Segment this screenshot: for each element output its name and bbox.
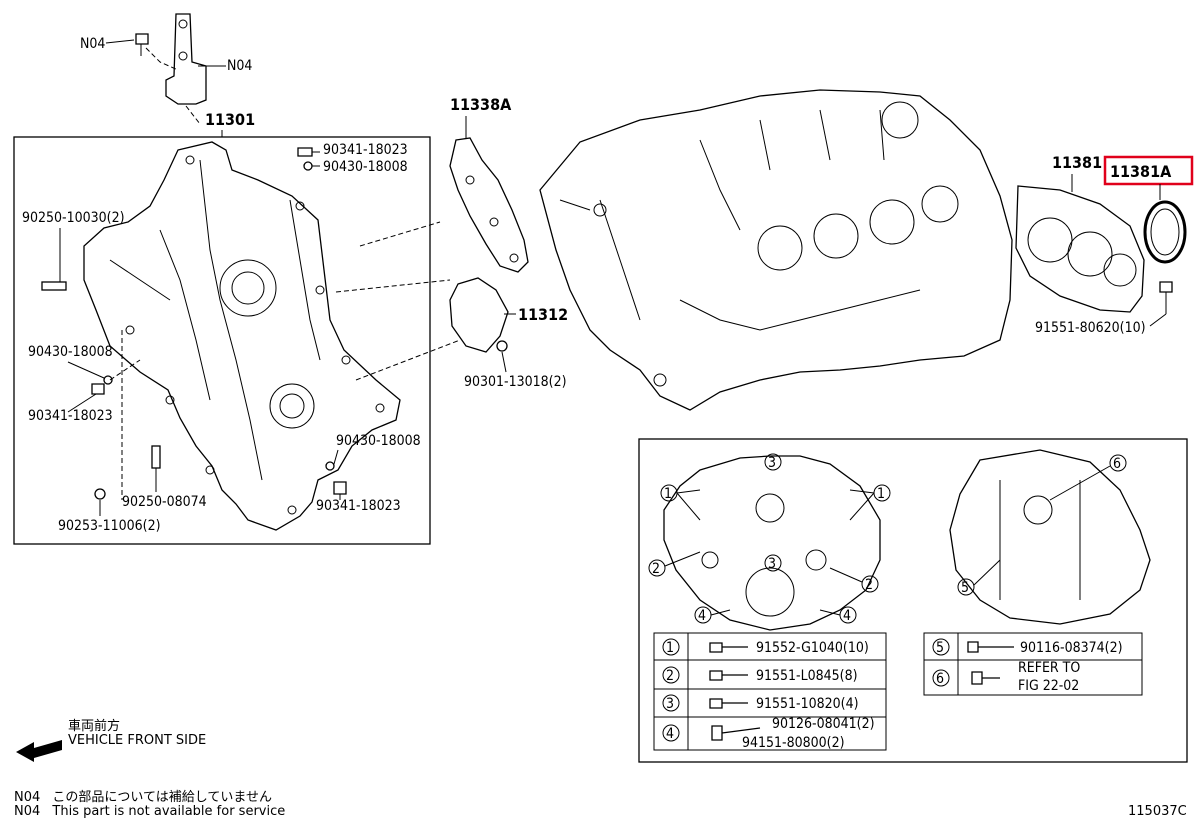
label-90430-18008-right: 90430-18008 — [336, 433, 421, 449]
bolt-legend-box — [638, 438, 1188, 763]
legend-part-6a: REFER TO — [1018, 660, 1080, 676]
label-n04-b: N04 — [227, 58, 252, 74]
svg-text:6: 6 — [1113, 456, 1121, 472]
svg-text:3: 3 — [768, 556, 776, 572]
svg-text:2: 2 — [666, 668, 674, 684]
label-90253-11006: 90253-11006(2) — [58, 518, 161, 534]
legend-part-6b: FIG 22-02 — [1018, 678, 1079, 694]
rear-view-cover — [949, 449, 1151, 625]
label-90430-18008-left: 90430-18008 — [28, 344, 113, 360]
label-91551-80620: 91551-80620(10) — [1035, 320, 1146, 336]
note-jp-text: この部品については補給していません — [52, 790, 272, 805]
highlight-box-11381a — [1103, 155, 1194, 186]
svg-text:1: 1 — [664, 486, 672, 502]
timing-cover — [83, 141, 401, 531]
svg-text:4: 4 — [843, 608, 851, 624]
legend-part-3: 91551-10820(4) — [756, 696, 859, 712]
label-11301: 11301 — [205, 110, 255, 129]
label-11338a: 11338A — [450, 95, 512, 114]
svg-text:6: 6 — [936, 671, 944, 687]
engine-block — [539, 89, 1013, 411]
front-view-cover — [663, 455, 881, 631]
svg-text:5: 5 — [936, 640, 944, 656]
svg-text:2: 2 — [652, 561, 660, 577]
note-en-text: This part is not available for service — [52, 804, 286, 819]
svg-text:3: 3 — [768, 455, 776, 471]
label-11381: 11381 — [1052, 153, 1102, 172]
svg-text:1: 1 — [666, 640, 674, 656]
label-90341-18023-top: 90341-18023 — [323, 142, 408, 158]
label-90341-18023-right: 90341-18023 — [316, 498, 401, 514]
label-90430-18008-top: 90430-18008 — [323, 159, 408, 175]
svg-text:1: 1 — [877, 486, 885, 502]
note-en: N04 This part is not available for servi… — [14, 804, 285, 819]
callouts: 3 1 1 2 2 3 4 4 6 5 — [648, 453, 1127, 624]
svg-text:3: 3 — [666, 696, 674, 712]
label-90301-13018: 90301-13018(2) — [464, 374, 567, 390]
bracket-n04 — [135, 13, 207, 125]
legend-table-right: 5 6 90116-08374(2) REFER TO FIG 22-02 — [923, 632, 1143, 696]
svg-text:4: 4 — [698, 608, 706, 624]
legend-part-5: 90116-08374(2) — [1020, 640, 1123, 656]
rear-cover-11381 — [1015, 185, 1145, 313]
vehicle-front-arrow-icon — [16, 740, 62, 762]
direction-en: VEHICLE FRONT SIDE — [68, 733, 207, 748]
direction-jp: 車両前方 — [68, 719, 121, 734]
label-11381a[interactable]: 11381A — [1110, 162, 1172, 181]
label-n04-a: N04 — [80, 36, 105, 52]
svg-text:4: 4 — [666, 726, 674, 742]
label-90250-08074: 90250-08074 — [122, 494, 207, 510]
label-90250-10030: 90250-10030(2) — [22, 210, 125, 226]
legend-part-4a: 90126-08041(2) — [772, 716, 875, 732]
legend-part-1: 91552-G1040(10) — [756, 640, 869, 656]
figure-code: 115037C — [1128, 804, 1187, 819]
legend-table-left: 1 2 3 4 91552-G1040(10) 91551-L0845(8) 9… — [653, 632, 887, 751]
label-11312: 11312 — [518, 305, 568, 324]
label-90341-18023-left: 90341-18023 — [28, 408, 113, 424]
note-en-code: N04 — [14, 804, 41, 819]
note-jp: N04 この部品については補給していません — [14, 786, 272, 805]
svg-text:2: 2 — [865, 577, 873, 593]
legend-part-4b: 94151-80800(2) — [742, 735, 845, 751]
legend-part-2: 91551-L0845(8) — [756, 668, 858, 684]
gasket-11312 — [449, 277, 509, 353]
gasket-11338a — [449, 137, 529, 273]
note-jp-code: N04 — [14, 790, 41, 805]
oil-seal-11381a — [1143, 200, 1187, 264]
svg-text:5: 5 — [961, 580, 969, 596]
